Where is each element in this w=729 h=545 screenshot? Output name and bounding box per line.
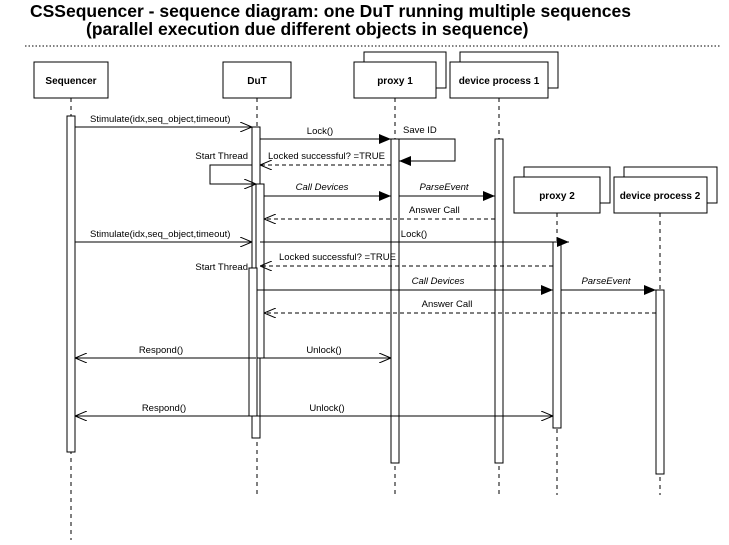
title-line-1: CSSequencer - sequence diagram: one DuT …: [30, 1, 631, 21]
msg-parse-event-1-label: ParseEvent: [419, 182, 468, 193]
activation-proxy-1: [390, 138, 400, 464]
msg-locked-2-label: Locked successful? =TRUE: [279, 252, 396, 263]
msg-unlock-2-label: Unlock(): [309, 403, 344, 414]
activation-device-process-2: [655, 289, 665, 475]
msg-unlock-1-label: Unlock(): [306, 345, 341, 356]
participant-proxy-2-label: proxy 2: [539, 191, 575, 202]
msg-stimulate-2-label: Stimulate(idx,seq_object,timeout): [90, 229, 230, 240]
msg-lock-2-label: Lock(): [401, 229, 427, 240]
title-line-2: (parallel execution due different object…: [86, 19, 529, 39]
participant-device-process-1-label: device process 1: [459, 76, 540, 87]
participant-proxy-1[interactable]: proxy 1: [353, 51, 447, 99]
msg-locked-1-label: Locked successful? =TRUE: [268, 151, 385, 162]
msg-answer-call-1-label: Answer Call: [409, 205, 460, 216]
participant-proxy-2[interactable]: proxy 2: [513, 166, 611, 214]
msg-stimulate-1-label: Stimulate(idx,seq_object,timeout): [90, 114, 230, 125]
activation-dut-thread-2: [248, 267, 258, 417]
msg-save-id-arrow: [399, 138, 456, 166]
participant-dut[interactable]: DuT: [222, 61, 292, 99]
participant-device-process-2-label: device process 2: [620, 191, 701, 202]
msg-call-devices-1-label: Call Devices: [296, 182, 349, 193]
msg-save-id-label: Save ID: [403, 125, 437, 136]
participant-dut-label: DuT: [247, 76, 266, 87]
msg-start-thread-2-label: Start Thread: [195, 262, 248, 273]
msg-parse-event-2-label: ParseEvent: [581, 276, 630, 287]
msg-call-devices-2-label: Call Devices: [412, 276, 465, 287]
msg-start-thread-1-label: Start Thread: [195, 151, 248, 162]
activation-proxy-2: [552, 241, 562, 429]
activation-device-process-1: [494, 138, 504, 464]
participant-sequencer-label: Sequencer: [45, 76, 96, 87]
msg-start-thread-1-arrow: [209, 164, 256, 184]
msg-respond-2-label: Respond(): [142, 403, 186, 414]
msg-answer-call-2-label: Answer Call: [422, 299, 473, 310]
participant-device-process-2[interactable]: device process 2: [613, 166, 718, 214]
diagram-title: CSSequencer - sequence diagram: one DuT …: [30, 2, 720, 38]
participant-proxy-1-label: proxy 1: [377, 76, 413, 87]
msg-respond-1-label: Respond(): [139, 345, 183, 356]
activation-sequencer: [66, 115, 76, 453]
participant-sequencer[interactable]: Sequencer: [33, 61, 109, 99]
msg-lock-1-label: Lock(): [307, 126, 333, 137]
participant-device-process-1[interactable]: device process 1: [449, 51, 559, 99]
